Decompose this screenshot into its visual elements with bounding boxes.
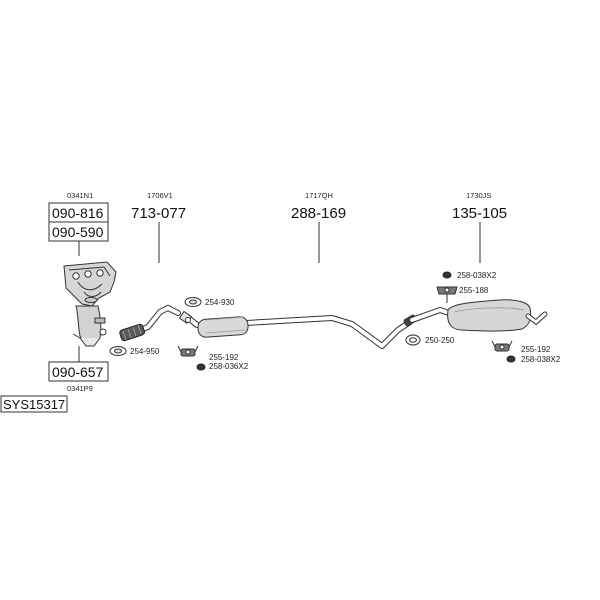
nut-258-036x2-icon bbox=[196, 363, 206, 371]
flex-pipe-section bbox=[119, 323, 145, 342]
front-pipe-part-label: 713-077 bbox=[131, 205, 186, 222]
ref-255-192-a-label: 255-192 bbox=[209, 353, 239, 362]
hanger-255-188-icon bbox=[436, 286, 458, 303]
center-resonator-drawing bbox=[197, 316, 249, 338]
ref-255-192-b-label: 255-192 bbox=[521, 345, 551, 354]
manifold-part-b-label: 090-590 bbox=[52, 224, 104, 240]
exhaust-manifold-drawing bbox=[63, 261, 117, 307]
hanger-255-192-a-icon bbox=[177, 345, 199, 357]
cat-bottom-part-label: 090-657 bbox=[52, 364, 104, 380]
ref-250-250-label: 250-250 bbox=[425, 336, 455, 345]
center-part-label: 288-169 bbox=[291, 205, 346, 222]
ref-258-036x2-a-label: 258-036X2 bbox=[209, 362, 249, 371]
nut-258-038x2-a-icon bbox=[442, 271, 452, 279]
rear-part-label: 135-105 bbox=[452, 205, 507, 222]
nut-258-038x2-b-icon bbox=[506, 355, 516, 363]
catalytic-converter-drawing bbox=[72, 305, 107, 347]
gasket-254-930-icon bbox=[184, 297, 202, 307]
front-pipe-code-label: 1706V1 bbox=[147, 191, 173, 200]
rear-code-label: 1730JS bbox=[466, 191, 491, 200]
hanger-255-192-b-icon bbox=[491, 340, 513, 352]
ref-254-930-label: 254-930 bbox=[205, 298, 235, 307]
ref-254-950-label: 254-950 bbox=[130, 347, 160, 356]
center-pipe-drawing bbox=[178, 310, 417, 349]
part-box-090-657 bbox=[48, 361, 109, 382]
manifold-part-a-label: 090-816 bbox=[52, 205, 104, 221]
center-inlet-flange bbox=[178, 310, 193, 324]
center-code-label: 1717QH bbox=[305, 191, 333, 200]
front-pipe-drawing bbox=[119, 304, 181, 342]
manifold-code-label: 0341N1 bbox=[67, 191, 93, 200]
ref-258-038x2-a-label: 258-038X2 bbox=[457, 271, 497, 280]
ring-250-250-icon bbox=[405, 334, 421, 346]
gasket-254-950-icon bbox=[109, 346, 127, 356]
system-code-label: SYS15317 bbox=[3, 397, 65, 412]
rear-muffler-drawing bbox=[409, 299, 548, 332]
ref-255-188-label: 255-188 bbox=[459, 286, 489, 295]
cat-bottom-code-label: 0341P9 bbox=[67, 384, 93, 393]
system-code-box bbox=[0, 395, 68, 413]
ref-258-038x2-b-label: 258-038X2 bbox=[521, 355, 561, 364]
